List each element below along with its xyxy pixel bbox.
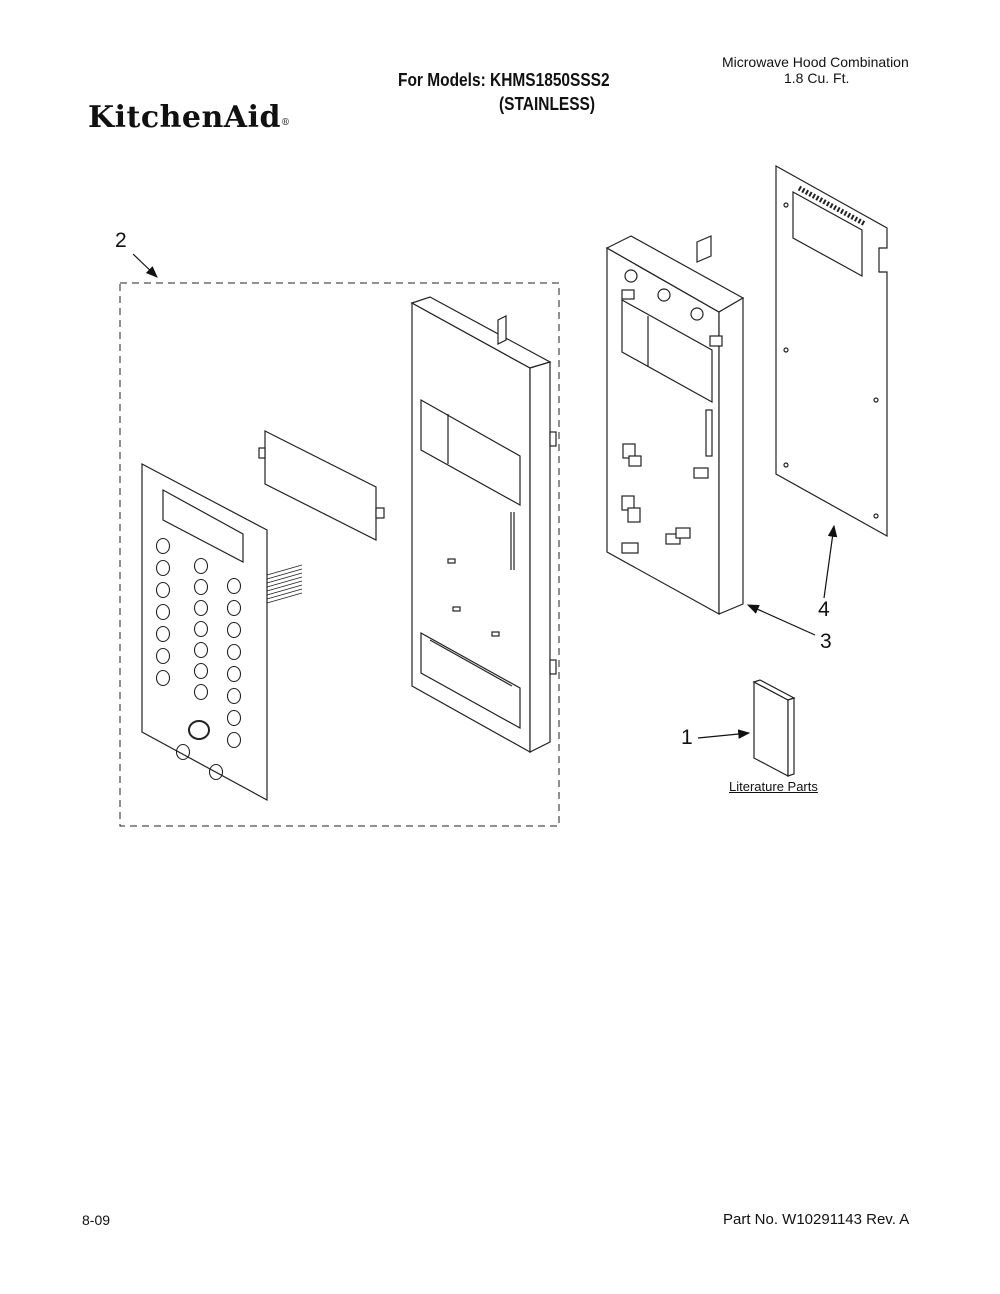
- brand-logo: KitchenAid®: [88, 100, 290, 135]
- callout-3: 3: [820, 630, 832, 653]
- display-window: [258, 430, 385, 541]
- revision-date: 8-09: [82, 1212, 111, 1228]
- keypad-button: [155, 603, 171, 621]
- keypad-button: [175, 743, 191, 761]
- keypad-button: [226, 687, 242, 705]
- control-board-bracket: [605, 235, 745, 616]
- keypad-button: [226, 599, 242, 617]
- keypad-button: [155, 647, 171, 665]
- part-number: Part No. W10291143 Rev. A: [723, 1211, 910, 1228]
- keypad-button: [155, 559, 171, 577]
- keypad-membrane: [141, 463, 303, 802]
- control-panel-assembly-box: [119, 282, 560, 827]
- keypad-button: [193, 662, 209, 680]
- keypad-button: [155, 625, 171, 643]
- variant-label: (STAINLESS): [499, 94, 596, 114]
- brand-name: KitchenAid: [88, 100, 281, 135]
- callout-leader-1: [697, 729, 751, 739]
- keypad-button: [208, 763, 224, 781]
- keypad-button: [193, 620, 209, 638]
- callout-4: 4: [818, 598, 830, 621]
- keypad-button: [193, 578, 209, 596]
- keypad-button: [155, 669, 171, 687]
- callout-leader-2: [132, 253, 158, 278]
- product-description-line2: 1.8 Cu. Ft.: [784, 70, 850, 86]
- callout-1: 1: [681, 726, 693, 749]
- keypad-button: [226, 643, 242, 661]
- keypad-buttons: [155, 537, 242, 781]
- callout-2: 2: [115, 229, 127, 252]
- literature-parts-label: Literature Parts: [729, 779, 818, 794]
- registered-mark: ®: [280, 118, 291, 128]
- product-description-line1: Microwave Hood Combination: [722, 54, 909, 70]
- keypad-button: [226, 709, 242, 727]
- keypad-button: [155, 581, 171, 599]
- keypad-button: [193, 641, 209, 659]
- keypad-button: [193, 599, 209, 617]
- control-circuit-board: [775, 164, 888, 538]
- control-panel-housing: [410, 296, 557, 754]
- literature-booklet: [752, 679, 796, 777]
- models-label: For Models: KHMS1850SSS2: [398, 70, 610, 90]
- keypad-button: [155, 537, 171, 555]
- keypad-button: [226, 731, 242, 749]
- keypad-button: [226, 665, 242, 683]
- keypad-ribbon-cable: [266, 564, 303, 604]
- keypad-button: [193, 557, 209, 575]
- keypad-button: [226, 577, 242, 595]
- callout-leader-3: [746, 604, 816, 636]
- keypad-button: [226, 621, 242, 639]
- keypad-button: [193, 683, 209, 701]
- callout-leader-4: [823, 524, 838, 599]
